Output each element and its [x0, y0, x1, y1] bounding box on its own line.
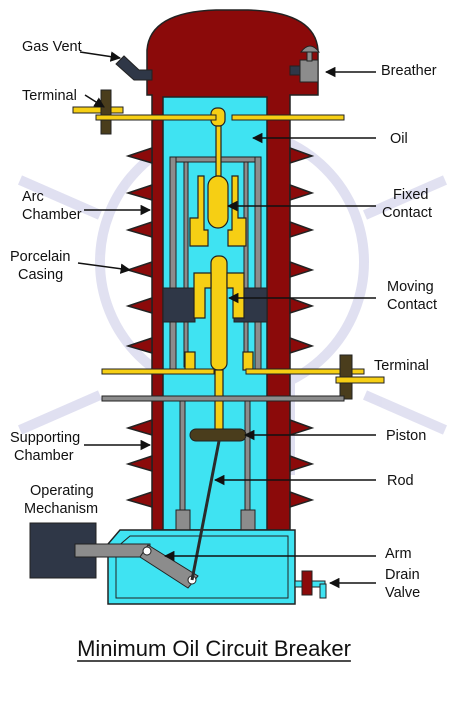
- label-supporting-chamber-2: Chamber: [14, 448, 74, 464]
- piston: [189, 428, 247, 442]
- label-drain-valve-1: Drain: [385, 567, 420, 583]
- terminal-top: [72, 89, 345, 135]
- rod: [190, 440, 221, 581]
- baffle-left: [162, 287, 196, 323]
- label-arc-chamber-1: Arc: [22, 189, 44, 205]
- arm: [74, 543, 199, 589]
- breather: [289, 45, 321, 83]
- label-terminal-bottom: Terminal: [374, 358, 429, 374]
- label-porcelain-casing-2: Casing: [18, 267, 63, 283]
- label-arm: Arm: [385, 546, 412, 562]
- label-piston: Piston: [386, 428, 426, 444]
- label-moving-contact-1: Moving: [387, 279, 434, 295]
- label-terminal-top: Terminal: [22, 88, 77, 104]
- drain-valve: [294, 570, 327, 599]
- label-operating-mechanism-1: Operating: [30, 483, 94, 499]
- label-breather: Breather: [381, 63, 437, 79]
- label-fixed-contact-2: Contact: [382, 205, 432, 221]
- label-arrows: [77, 51, 376, 589]
- operating-base: [107, 529, 296, 605]
- label-gas-vent: Gas Vent: [22, 39, 82, 55]
- label-fixed-contact-1: Fixed: [393, 187, 428, 203]
- label-moving-contact-2: Contact: [387, 297, 437, 313]
- gas-vent: [115, 55, 153, 81]
- label-porcelain-casing-1: Porcelain: [10, 249, 70, 265]
- label-rod: Rod: [387, 473, 414, 489]
- label-supporting-chamber-1: Supporting: [10, 430, 80, 446]
- terminal-bottom: [101, 354, 385, 400]
- label-arc-chamber-2: Chamber: [22, 207, 82, 223]
- label-operating-mechanism-2: Mechanism: [24, 501, 98, 517]
- label-drain-valve-2: Valve: [385, 585, 420, 601]
- diagram-title: Minimum Oil Circuit Breaker: [77, 636, 351, 661]
- separator-plate: [101, 395, 345, 402]
- label-oil: Oil: [390, 131, 408, 147]
